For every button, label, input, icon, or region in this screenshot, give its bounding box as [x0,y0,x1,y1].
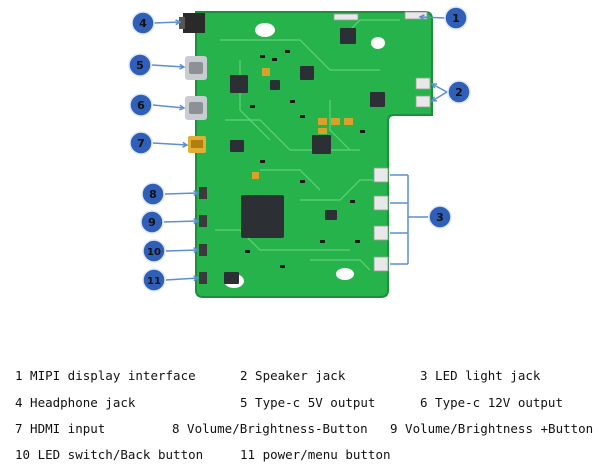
arrow-10-1-head [193,247,200,254]
hdmi-port [188,136,206,153]
callout-label: 4 [139,17,147,30]
callout-arrows [151,14,448,282]
smd-components [245,50,365,268]
headphone-jack [179,13,205,33]
callout-label: 7 [137,137,145,150]
pcb-diagram: 1 2 3 4 5 6 7 8 9 10 11 [128,6,471,298]
legend-item-1: 1 MIPI display interface [15,368,196,383]
callout-10: 10 [142,239,166,263]
arrow-6-1 [152,104,185,109]
legend-item-5: 5 Type-c 5V output [240,395,376,410]
arrow-10-1 [165,249,199,252]
callout-7: 7 [129,131,153,155]
callout-2: 2 [447,80,471,104]
arrow-2-2-head [430,96,438,102]
callout-circle [141,182,165,206]
callout-5: 5 [128,53,152,77]
arrow-8-1 [164,192,199,195]
callout-circle [129,131,153,155]
callout-circle [140,210,164,234]
legend-item-9: 9 Volume/Brightness +Button [390,421,594,436]
arrow-1-1 [419,16,446,19]
usbc-5v-port [185,56,207,80]
arrow-7-1-head [182,141,189,148]
callout-circle [142,268,166,292]
callout-3: 3 [428,205,452,229]
callout-11: 11 [142,268,166,292]
callout-label: 5 [136,59,144,72]
arrow-1-1-head [418,14,425,21]
legend-item-2: 2 Speaker jack [240,368,346,383]
arrow-11-1 [165,277,199,281]
arrow-2-1 [431,83,448,93]
arrow-9-1-head [193,218,200,225]
arrow-3-bracket [390,174,428,265]
arrow-9-1 [163,220,199,223]
callout-label: 9 [148,216,156,229]
arrow-6-1-head [179,104,186,111]
arrow-5-1 [151,64,185,68]
callout-circle [129,93,153,117]
callout-circle [447,80,471,104]
side-buttons [199,187,207,284]
led-jacks [373,167,389,272]
legend-item-11: 11 power/menu button [240,447,391,462]
callout-label: 8 [149,188,157,201]
gold-pads [252,68,353,179]
chips [224,28,385,284]
callout-circle [128,53,152,77]
legend-item-8: 8 Volume/Brightness-Button [172,421,368,436]
callout-label: 11 [147,276,161,287]
callout-markers: 1 2 3 4 5 6 7 8 9 10 11 [128,6,471,292]
mipi-connector [333,11,428,21]
callout-circle [142,239,166,263]
legend-item-10: 10 LED switch/Back button [15,447,204,462]
legend-item-3: 3 LED light jack [420,368,541,383]
callout-1: 1 [444,6,468,30]
callout-label: 10 [147,247,161,258]
callout-label: 1 [452,12,460,25]
speaker-jacks [415,77,431,108]
callout-6: 6 [129,93,153,117]
callout-label: 3 [436,211,444,224]
callout-label: 6 [137,99,145,112]
callout-label: 2 [455,86,463,99]
arrow-4-1-head [175,19,182,26]
callout-circle [428,205,452,229]
arrow-4-1 [153,21,181,24]
arrow-5-1-head [179,63,186,70]
callout-circle [444,6,468,30]
arrow-8-1-head [193,190,200,197]
callout-4: 4 [131,11,155,35]
arrow-7-1 [152,142,188,146]
legend: 1 MIPI display interface 2 Speaker jack … [0,358,600,468]
callout-8: 8 [141,182,165,206]
arrow-2-1-head [430,83,438,89]
legend-item-4: 4 Headphone jack [15,395,136,410]
callout-9: 9 [140,210,164,234]
arrow-11-1-head [193,275,200,282]
arrow-2-2 [431,91,448,102]
legend-item-6: 6 Type-c 12V output [420,395,563,410]
callout-circle [131,11,155,35]
usbc-12v-port [185,96,207,120]
legend-item-7: 7 HDMI input [15,421,106,436]
